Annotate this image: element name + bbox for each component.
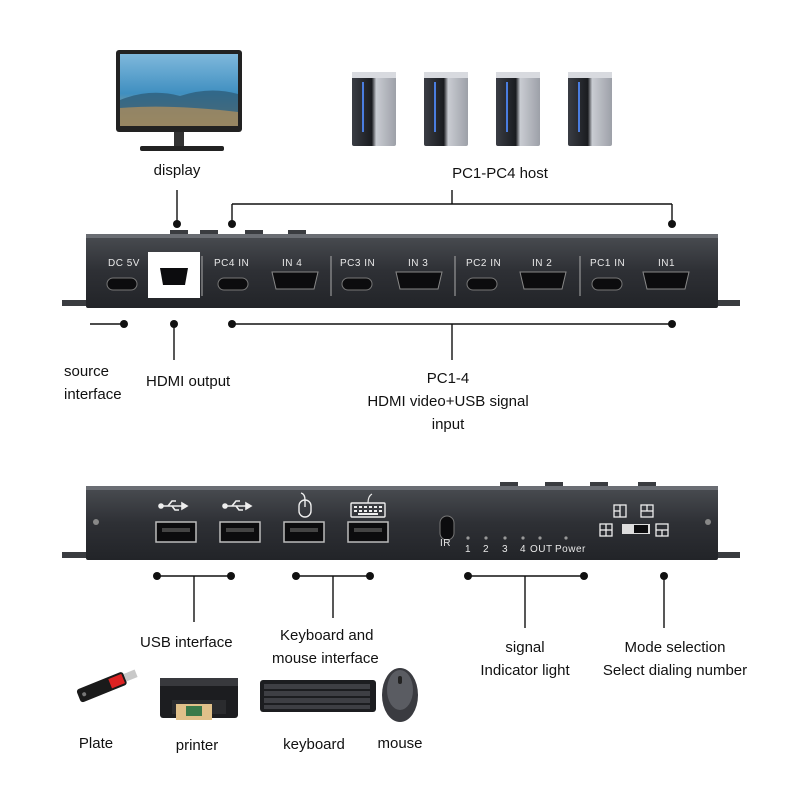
top-panel [62,230,740,308]
printer-icon [160,678,238,720]
keyboard-label: keyboard [283,736,345,753]
in2-label: IN 2 [532,258,553,269]
hosts-label: PC1-PC4 host [452,165,548,182]
ir-label: IR [440,538,451,549]
display-label: display [153,162,201,179]
pc4-in-label: PC4 IN [214,258,250,269]
usb-interface-label: USB interface [140,634,233,651]
pc-tower-icon [352,72,612,146]
pc-input-label-line3: input [431,416,465,433]
keyboard-mouse-label-line1: Keyboard and [280,627,374,644]
mode-label-line1: Mode selection [624,639,726,656]
led-4-label: 4 [520,544,527,555]
pc-input-label-line2: HDMI video+USB signal [367,393,529,410]
in4-label: IN 4 [282,258,303,269]
pc2-in-label: PC2 IN [466,258,502,269]
led-power-label: Power [555,544,586,555]
mouse-device-icon [382,668,418,722]
dc-5v-label: DC 5V [108,258,140,269]
led-out-label: OUT [530,544,553,555]
keyboard-mouse-label-line2: mouse interface [272,650,379,667]
usb-icon [158,500,253,511]
in3-label: IN 3 [408,258,429,269]
source-label-line2: interface [64,386,122,403]
signal-label-line1: signal [505,639,545,656]
mode-label-line2: Select dialing number [602,662,748,679]
led-1-label: 1 [465,544,472,555]
led-3-label: 3 [502,544,509,555]
top-panel-lower-lines [90,323,672,360]
keyboard-device-icon [260,680,376,712]
flash-drive-icon [76,669,138,703]
signal-label-line2: Indicator light [480,662,570,679]
bottom-panel [62,482,740,560]
keyboard-icon [350,493,386,518]
monitor-icon [116,50,242,151]
bottom-connector-lines [157,575,665,628]
hdmi-output-label: HDMI output [146,373,231,390]
top-connector-lines [176,190,673,224]
pc3-in-label: PC3 IN [340,258,376,269]
in1-label: IN1 [658,258,676,269]
mouse-label: mouse [377,735,423,752]
pc1-in-label: PC1 IN [590,258,626,269]
source-label-line1: source [64,363,110,380]
led-2-label: 2 [483,544,490,555]
pc-input-label-line1: PC1-4 [426,370,470,387]
printer-label: printer [175,737,219,754]
mode-icon [599,504,669,537]
plate-label: Plate [78,735,114,752]
mouse-icon [298,492,312,518]
